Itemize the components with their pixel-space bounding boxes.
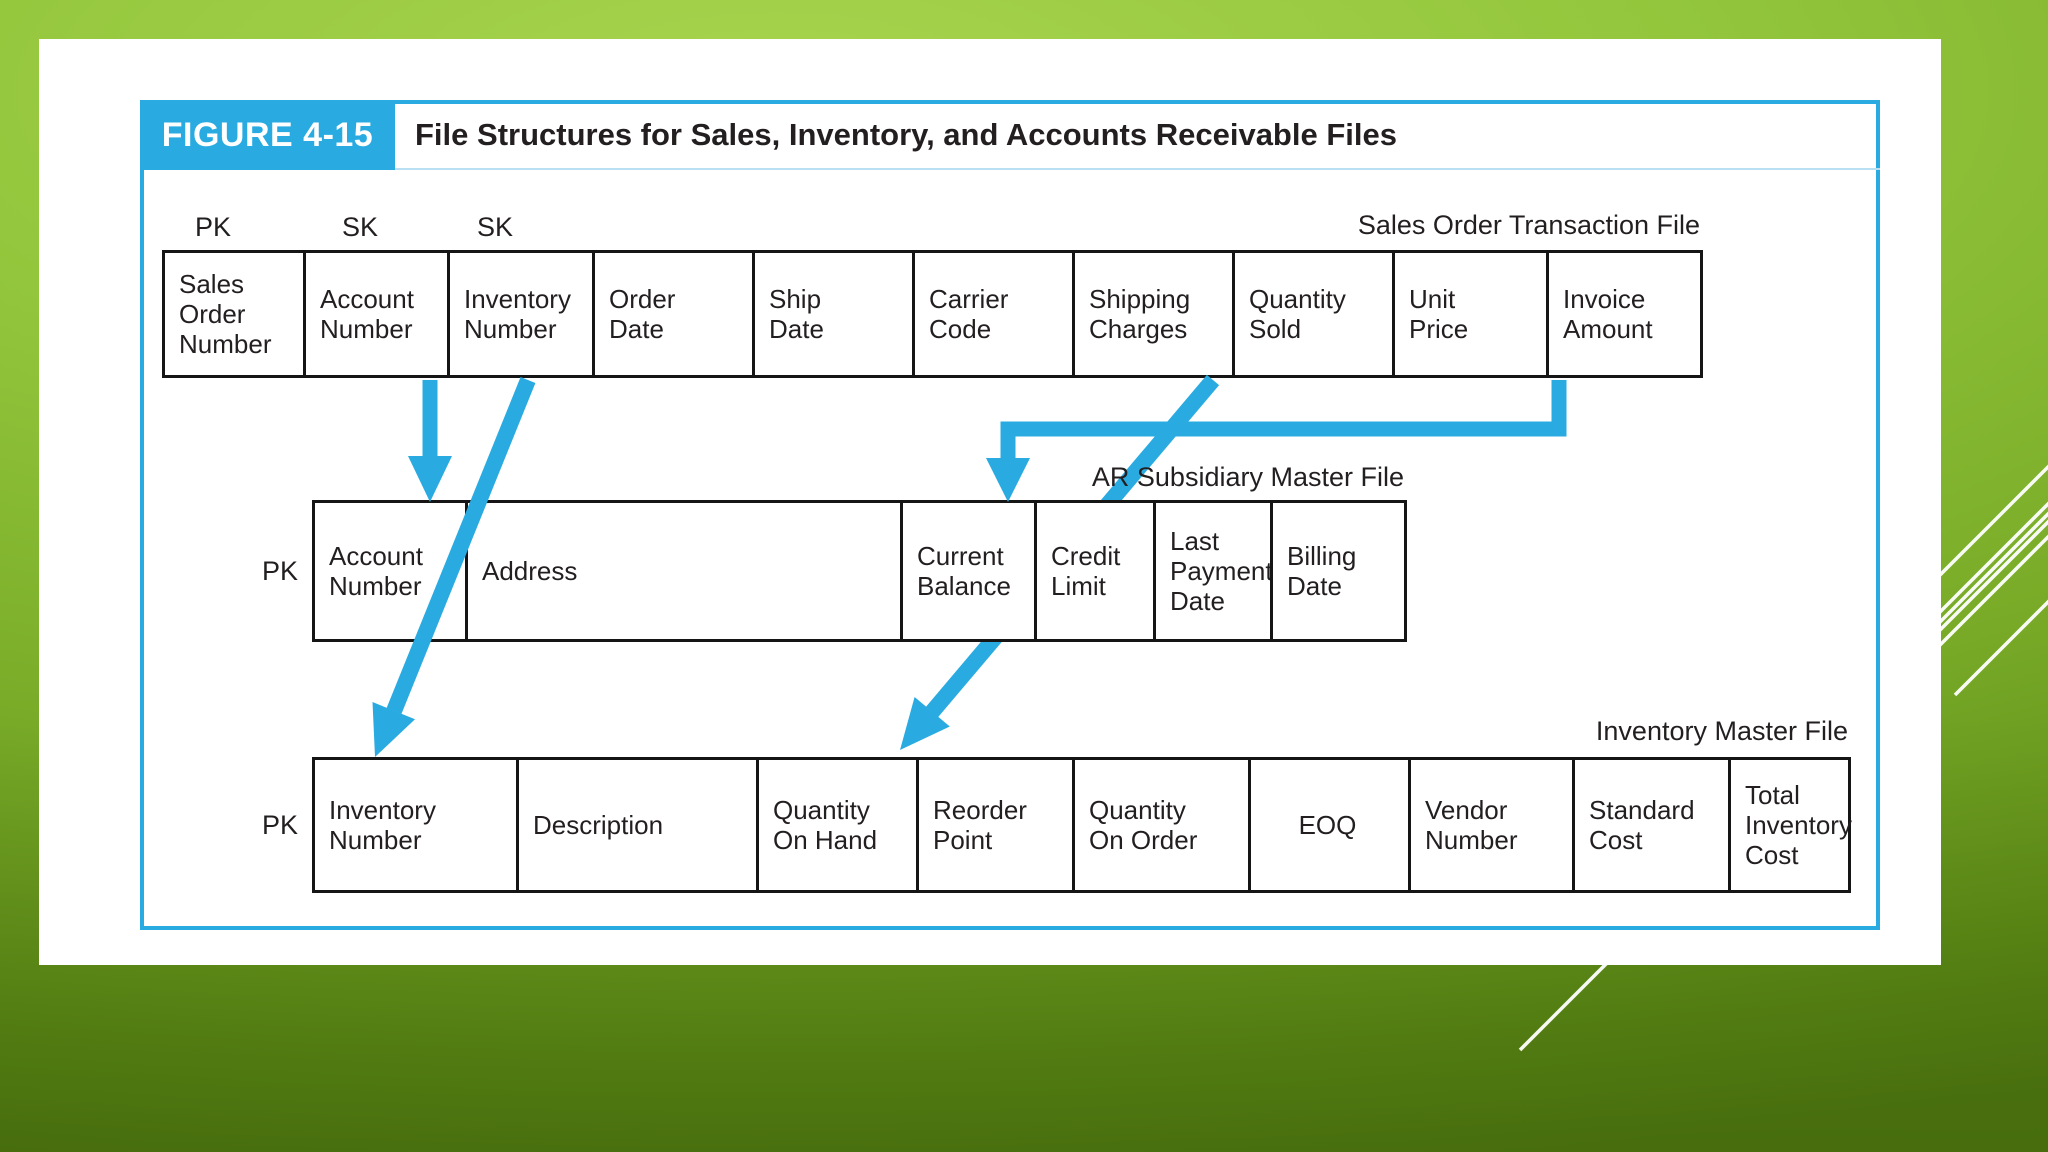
field-standard-cost: Standard Cost — [1572, 757, 1731, 893]
field-order-date: Order Date — [592, 250, 755, 378]
field-shipping-charges: Shipping Charges — [1072, 250, 1235, 378]
figure-title: File Structures for Sales, Inventory, an… — [415, 117, 1397, 152]
field-last-payment-date: Last Payment Date — [1153, 500, 1273, 642]
field-total-inventory-cost: Total Inventory Cost — [1728, 757, 1852, 893]
field-unit-price: Unit Price — [1392, 250, 1549, 378]
figure-number: FIGURE 4-15 — [161, 115, 374, 154]
field-credit-limit: Credit Limit — [1034, 500, 1156, 642]
field-invoice-amount: Invoice Amount — [1546, 250, 1703, 378]
field-carrier-code: Carrier Code — [912, 250, 1075, 378]
pk-label-sales: PK — [195, 212, 232, 242]
field-eoq: EOQ — [1248, 757, 1411, 893]
file-label-sales: Sales Order Transaction File — [1357, 210, 1700, 240]
field-inv-inventory-number: Inventory Number — [312, 757, 519, 893]
field-description: Description — [516, 757, 759, 893]
sk-label-inventory: SK — [477, 212, 514, 242]
pk-label-inventory: PK — [261, 810, 298, 840]
file-label-ar: AR Subsidiary Master File — [1091, 462, 1404, 492]
inventory-file-row: Inventory Number Description Quantity On… — [0, 757, 2048, 893]
field-sales-order-number: Sales Order Number — [162, 250, 306, 378]
field-billing-date: Billing Date — [1270, 500, 1407, 642]
field-quantity-on-order: Quantity On Order — [1072, 757, 1251, 893]
field-ar-account-number: Account Number — [312, 500, 468, 642]
field-vendor-number: Vendor Number — [1408, 757, 1575, 893]
file-label-inventory: Inventory Master File — [1595, 716, 1848, 746]
pk-label-ar: PK — [261, 556, 298, 586]
field-inventory-number: Inventory Number — [447, 250, 595, 378]
field-quantity-on-hand: Quantity On Hand — [756, 757, 919, 893]
field-account-number: Account Number — [303, 250, 450, 378]
field-quantity-sold: Quantity Sold — [1232, 250, 1395, 378]
ar-file-row: Account Number Address Current Balance C… — [0, 500, 2048, 642]
field-current-balance: Current Balance — [900, 500, 1037, 642]
field-ship-date: Ship Date — [752, 250, 915, 378]
figure-number-box: FIGURE 4-15 — [140, 100, 395, 170]
sk-label-account: SK — [342, 212, 379, 242]
field-address: Address — [465, 500, 903, 642]
sales-order-file-row: Sales Order Number Account Number Invent… — [0, 250, 2048, 378]
figure-header — [140, 100, 1880, 170]
field-reorder-point: Reorder Point — [916, 757, 1075, 893]
